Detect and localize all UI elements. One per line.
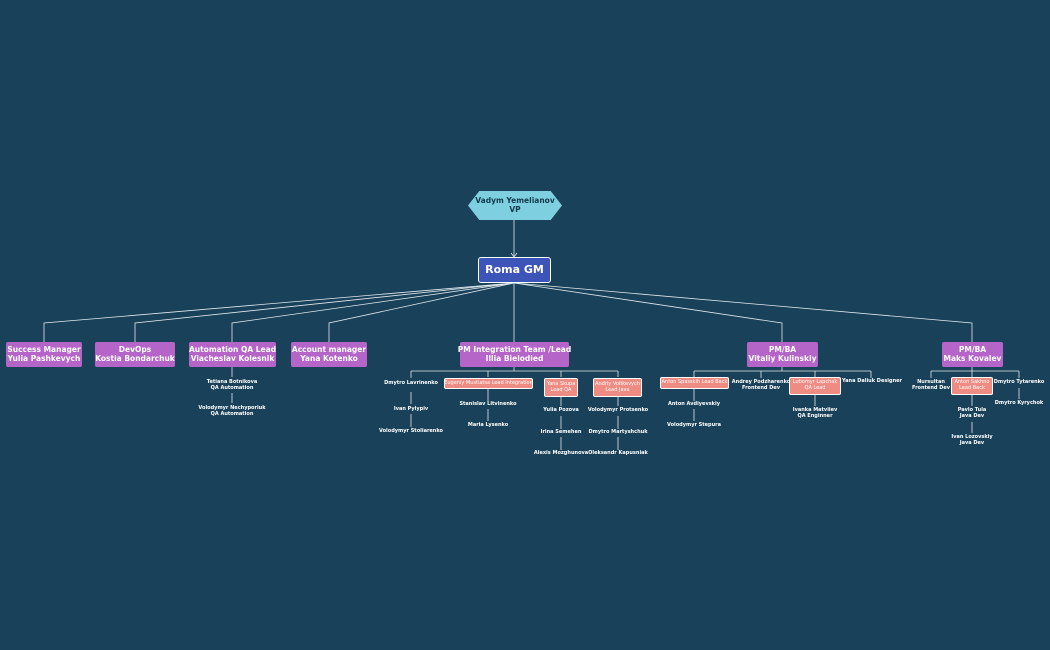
node-name: Yana Kotenko xyxy=(300,353,358,363)
integration-member[interactable]: Stanislav Litvinenko xyxy=(448,400,528,410)
member-name: Ivan Pylypiv xyxy=(393,406,429,413)
team-member[interactable]: Dmytro Kyrychok xyxy=(994,399,1044,409)
integration-member[interactable]: Yulia Pozova xyxy=(526,406,596,416)
member-name: Volodymyr Nechyporiuk xyxy=(198,404,266,411)
member-name: Volodymyr Protsenko xyxy=(587,407,649,414)
member-name: Volodymyr Stoliarenko xyxy=(379,428,443,435)
qa-automation-member[interactable]: Volodymyr Nechyporiuk QA Automation xyxy=(192,404,272,419)
node-name: Viacheslav Kolesnik xyxy=(190,353,275,363)
lead-role: QA Lead xyxy=(804,385,826,391)
gm-node[interactable]: Roma GM xyxy=(478,257,551,283)
member-role: QA Automation xyxy=(210,410,254,417)
integration-member[interactable]: Maria Lysenko xyxy=(448,421,528,431)
success-manager-node[interactable]: Success Manager Yulia Pashkevych xyxy=(6,342,82,367)
node-role: PM/BA xyxy=(768,344,797,354)
lead-name: Andriy Voitkevych xyxy=(595,380,640,387)
member-name: Nursultan xyxy=(917,378,945,385)
pm-integration-node[interactable]: PM Integration Team /Lead Illia Bielodie… xyxy=(457,342,572,367)
team-member[interactable]: Anton Avdiyevskiy xyxy=(654,400,734,410)
node-role: Automation QA Lead xyxy=(188,344,277,354)
pm-ba-kulinskiy-node[interactable]: PM/BA Vitaliy Kulinskiy xyxy=(747,342,818,367)
member-name: Dmytro Martyshchuk xyxy=(588,429,648,436)
account-manager-node[interactable]: Account manager Yana Kotenko xyxy=(291,342,367,367)
member-role: Java Dev xyxy=(959,439,985,446)
member-name: Dmytro Tytarenko xyxy=(993,379,1045,386)
qa-lead-node[interactable]: Lubomyr Lapchak QA Lead xyxy=(789,377,841,395)
member-name: Volodymyr Stepura xyxy=(666,422,722,429)
member-name: Maria Lysenko xyxy=(467,422,509,429)
lead-back-node[interactable]: Anton Spasskih Lead Back xyxy=(660,377,729,389)
member-name: Yulia Pozova xyxy=(543,407,579,414)
lead-name: Eugeniy Mustiatsa Lead Integration xyxy=(444,379,533,386)
vp-role: VP xyxy=(509,204,521,214)
member-role: Frontend Dev xyxy=(911,384,951,391)
node-role: Account manager xyxy=(291,344,367,354)
qa-automation-member[interactable]: Tetiana Botnikova QA Automation xyxy=(192,378,272,393)
member-name: Dmytro Lavrinenko xyxy=(384,380,438,387)
member-name: Pavlo Tula xyxy=(957,406,987,413)
team-member[interactable]: Andrey Podzharenko Frontend Dev xyxy=(731,378,791,393)
lead-role: Lead Java xyxy=(605,386,630,393)
member-role: QA Enginner xyxy=(797,412,833,419)
team-member[interactable]: Ivanka Matviiev QA Enginner xyxy=(785,406,845,421)
integration-member[interactable]: Volodymyr Stoliarenko xyxy=(371,427,451,437)
devops-node[interactable]: DevOps Kostia Bondarchuk xyxy=(95,342,175,367)
member-name: Ivan Lozovskiy xyxy=(951,433,993,440)
team-member[interactable]: Yana Daliuk Designer xyxy=(842,377,903,387)
node-role: PM Integration Team /Lead xyxy=(457,344,572,354)
lead-name: Anton Spasskih Lead Back xyxy=(661,379,728,386)
lead-role: Lead Back xyxy=(959,385,985,391)
integration-lead-node[interactable]: Eugeniy Mustiatsa Lead Integration xyxy=(444,378,533,389)
node-name: Vitaliy Kulinskiy xyxy=(748,353,817,363)
node-role: DevOps xyxy=(118,344,152,354)
integration-member[interactable]: Alexis Mozghunova xyxy=(526,449,596,459)
lead-java-node[interactable]: Andriy Voitkevych Lead Java xyxy=(593,378,642,397)
member-name: Alexis Mozghunova xyxy=(533,450,589,457)
member-name: Andrey Podzharenko xyxy=(731,378,791,385)
member-name: Ivanka Matviiev xyxy=(792,406,838,413)
member-role: QA Automation xyxy=(210,384,254,391)
automation-qa-lead-node[interactable]: Automation QA Lead Viacheslav Kolesnik xyxy=(189,342,276,367)
integration-member[interactable]: Dmytro Martyshchuk xyxy=(583,428,653,438)
integration-member[interactable]: Dmytro Lavrinenko xyxy=(371,379,451,389)
member-name: Anton Avdiyevskiy xyxy=(668,401,720,408)
integration-member[interactable]: Oleksandr Kapusniak xyxy=(583,449,653,459)
gm-name: Roma GM xyxy=(485,262,544,276)
lead-role: Lead QA xyxy=(550,386,572,393)
pm-ba-kovalev-node[interactable]: PM/BA Maks Kovalev xyxy=(942,342,1003,367)
member-name: Dmytro Kyrychok xyxy=(994,400,1044,407)
node-name: Yulia Pashkevych xyxy=(7,353,81,363)
member-role: Java Dev xyxy=(959,412,985,419)
node-name: Illia Bielodied xyxy=(485,353,544,363)
member-name: Stanislav Litvinenko xyxy=(459,401,517,408)
member-name: Oleksandr Kapusniak xyxy=(588,450,648,457)
integration-member[interactable]: Irina Semehen xyxy=(526,428,596,438)
member-name: Yana Daliuk Designer xyxy=(842,378,903,385)
team-member[interactable]: Dmytro Tytarenko xyxy=(993,378,1045,388)
vp-node[interactable]: Vadym Yemelianov VP xyxy=(468,191,562,220)
lead-name: Yana Skupa xyxy=(546,380,576,387)
team-member[interactable]: Ivan Lozovskiy Java Dev xyxy=(942,433,1002,448)
lead-back-node[interactable]: Anton Sakhno Lead Back xyxy=(951,377,993,395)
integration-member[interactable]: Volodymyr Protsenko xyxy=(583,406,653,416)
integration-member[interactable]: Ivan Pylypiv xyxy=(371,405,451,415)
node-name: Kostia Bondarchuk xyxy=(95,353,175,363)
node-name: Maks Kovalev xyxy=(943,353,1002,363)
lead-qa-node[interactable]: Yana Skupa Lead QA xyxy=(544,378,578,397)
node-role: PM/BA xyxy=(958,344,987,354)
member-name: Tetiana Botnikova xyxy=(206,378,258,385)
vp-name: Vadym Yemelianov xyxy=(475,195,555,205)
team-member[interactable]: Pavlo Tula Java Dev xyxy=(942,406,1002,421)
team-member[interactable]: Nursultan Frontend Dev xyxy=(908,378,954,393)
member-role: Frontend Dev xyxy=(741,384,781,391)
lead-name: Anton Sakhno xyxy=(954,379,990,386)
node-role: Success Manager xyxy=(7,344,81,354)
team-member[interactable]: Volodymyr Stepura xyxy=(654,421,734,431)
lead-name: Lubomyr Lapchak xyxy=(792,379,838,386)
member-name: Irina Semehen xyxy=(540,429,582,436)
